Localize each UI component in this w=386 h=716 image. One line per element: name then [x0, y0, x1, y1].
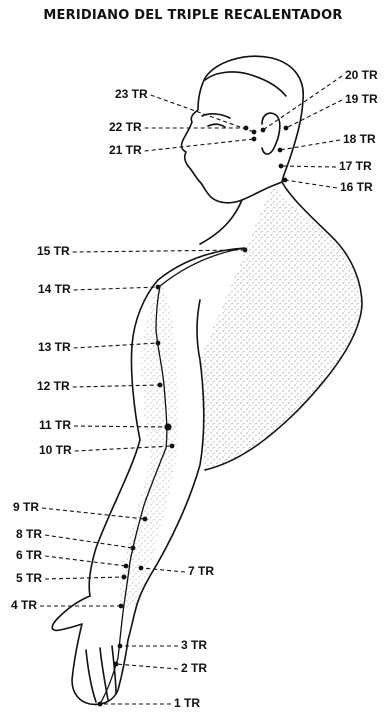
ear — [262, 113, 280, 154]
point-label: 16 TR — [340, 180, 373, 194]
point-p15: 15 TR — [37, 244, 247, 258]
point-label: 3 TR — [181, 638, 207, 652]
acupoint-dot — [118, 644, 123, 649]
point-p5: 5 TR — [16, 571, 126, 585]
point-p3: 3 TR — [118, 638, 208, 652]
leader-line — [281, 166, 336, 167]
point-p17: 17 TR — [279, 159, 372, 173]
point-label: 10 TR — [39, 443, 72, 457]
leader-line — [45, 556, 126, 566]
acupoint-dot — [143, 517, 148, 522]
acupoint-dot — [158, 383, 163, 388]
leader-line — [42, 508, 145, 519]
point-p14: 14 TR — [38, 282, 160, 296]
point-label: 5 TR — [16, 571, 42, 585]
point-p9: 9 TR — [13, 500, 147, 521]
point-p16: 16 TR — [283, 178, 373, 195]
finger-lines — [86, 646, 116, 702]
leader-line — [151, 95, 254, 132]
point-label: 2 TR — [181, 661, 207, 675]
point-label: 1 TR — [174, 696, 200, 710]
point-label: 23 TR — [115, 87, 148, 101]
point-label: 6 TR — [16, 548, 42, 562]
leader-line — [285, 180, 337, 188]
acupoint-dot — [164, 423, 171, 430]
point-label: 21 TR — [109, 143, 142, 157]
point-label: 22 TR — [109, 120, 142, 134]
point-label: 18 TR — [343, 132, 376, 146]
point-label: 9 TR — [13, 500, 39, 514]
point-label: 20 TR — [345, 68, 378, 82]
point-p22: 22 TR — [109, 120, 248, 134]
point-label: 7 TR — [188, 564, 214, 578]
point-label: 14 TR — [38, 282, 71, 296]
back-shading — [200, 186, 362, 470]
eye — [208, 124, 225, 127]
point-label: 12 TR — [37, 379, 70, 393]
acupoint-dot — [139, 566, 144, 571]
point-label: 19 TR — [345, 92, 378, 106]
acupoint-dot — [124, 564, 129, 569]
acupoint-dot — [278, 148, 283, 153]
acupoint-dot — [131, 546, 136, 551]
point-label: 8 TR — [16, 527, 42, 541]
acupoint-dot — [119, 604, 124, 609]
point-p2: 2 TR — [114, 661, 208, 675]
acupoint-dot — [122, 575, 127, 580]
neck-front — [200, 200, 242, 244]
point-p8: 8 TR — [16, 527, 135, 550]
point-label: 4 TR — [11, 598, 37, 612]
leader-line — [74, 287, 158, 290]
acupoint-dot — [156, 341, 161, 346]
leader-line — [145, 139, 254, 151]
acupoint-dot — [261, 128, 266, 133]
acupoint-dot — [243, 248, 248, 253]
leader-line — [45, 535, 133, 548]
acupoint-dot — [156, 285, 161, 290]
acupoint-dot — [114, 662, 119, 667]
point-label: 13 TR — [38, 340, 71, 354]
leader-line — [116, 664, 178, 669]
acupoint-dot — [252, 130, 257, 135]
acupoint-dot — [170, 444, 175, 449]
point-p19: 19 TR — [284, 92, 378, 130]
acupoint-dot — [284, 126, 289, 131]
leader-line — [286, 100, 342, 128]
acupoint-dot — [283, 178, 288, 183]
point-label: 15 TR — [37, 244, 70, 258]
hair-line — [205, 72, 286, 96]
arm-shading — [119, 280, 178, 610]
acupoint-dot — [98, 702, 103, 707]
point-label: 11 TR — [39, 418, 71, 432]
leader-line — [280, 140, 340, 150]
arm — [52, 248, 245, 704]
leader-line — [45, 577, 124, 579]
point-label: 17 TR — [339, 159, 372, 173]
acupoint-dot — [279, 164, 284, 169]
acupoint-dot — [252, 137, 257, 142]
point-p6: 6 TR — [16, 548, 128, 568]
